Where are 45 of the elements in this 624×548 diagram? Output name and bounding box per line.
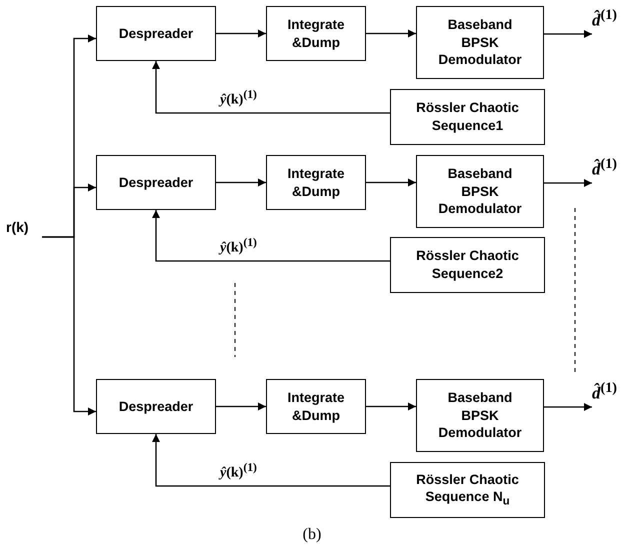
process-block: [266, 155, 366, 210]
output-symbol: d̂$^{(1)}$: [592, 381, 618, 402]
block-label: Rössler Chaotic Sequence1: [415, 99, 520, 135]
process-block: [96, 6, 216, 61]
arrow: [216, 30, 266, 38]
block-label: Rössler Chaotic Sequence N$_{u}$: [415, 470, 520, 510]
block-label: Baseband BPSK Demodulator: [437, 165, 523, 218]
block-label: Baseband BPSK Demodulator: [437, 16, 523, 69]
arrow: [366, 178, 416, 186]
process-block: [416, 155, 544, 228]
arrow: [544, 30, 592, 38]
process-block: [266, 6, 366, 61]
block-label: Integrate &Dump: [286, 164, 346, 200]
arrow: [366, 402, 416, 410]
output-symbol: d̂$^{(1)}$: [592, 157, 618, 178]
arrow: [216, 402, 266, 410]
arrow: [366, 30, 416, 38]
arrow: [42, 236, 96, 416]
process-block: [96, 155, 216, 210]
process-block: [416, 379, 544, 452]
block-label: Rössler Chaotic Sequence2: [415, 247, 520, 283]
arrow: [152, 434, 390, 487]
edge-label: ŷ(k)$^{(1)}$: [220, 237, 257, 256]
block-label: Integrate &Dump: [286, 16, 346, 52]
input-signal-label: r(k): [6, 219, 29, 235]
output-symbol: d̂$^{(1)}$: [592, 8, 618, 29]
process-block: [390, 237, 545, 293]
arrow: [544, 403, 592, 411]
figure-caption: (b): [302, 526, 322, 543]
process-block: [390, 89, 545, 145]
arrow: [216, 178, 266, 186]
arrow: [152, 61, 390, 114]
block-label: Integrate &Dump: [286, 388, 346, 424]
block-label: Despreader: [118, 398, 194, 416]
arrow: [152, 210, 390, 262]
process-block: [96, 379, 216, 434]
edge-label: ŷ(k)$^{(1)}$: [220, 462, 257, 482]
block-label: Despreader: [118, 24, 194, 42]
block-label: Despreader: [118, 174, 194, 192]
block-label: Baseband BPSK Demodulator: [437, 389, 523, 442]
process-block: [390, 462, 545, 518]
process-block: [416, 6, 544, 79]
edge-label: ŷ(k)$^{(1)}$: [220, 89, 257, 108]
process-block: [266, 379, 366, 434]
arrow: [544, 179, 592, 187]
